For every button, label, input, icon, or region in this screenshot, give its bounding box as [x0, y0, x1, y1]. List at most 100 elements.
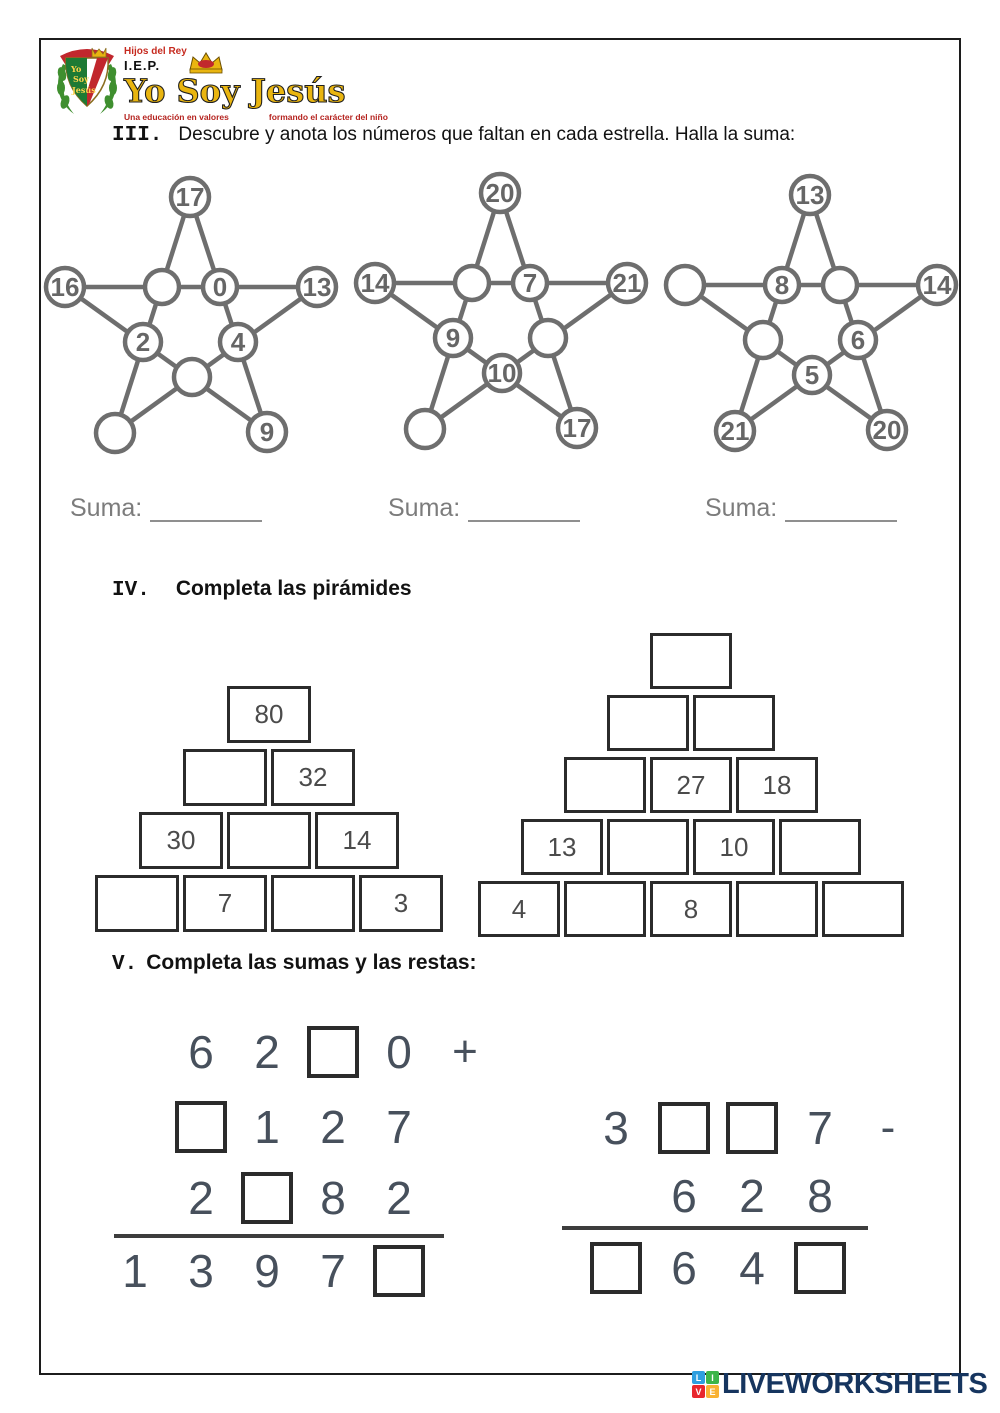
equals-line	[114, 1234, 444, 1238]
pyramid-empty-box[interactable]	[564, 757, 646, 813]
answer-box[interactable]	[175, 1101, 227, 1153]
star-node-left	[43, 265, 87, 309]
answer-box[interactable]	[307, 1026, 359, 1078]
pyramid-number-box: 8	[650, 881, 732, 937]
operator-cell: -	[854, 1090, 922, 1166]
spacer-cell	[432, 1090, 498, 1164]
page-border	[39, 38, 961, 1375]
answer-box-cell	[366, 1244, 432, 1298]
digit: 6	[188, 1026, 214, 1078]
digit-cell: 7	[786, 1090, 854, 1166]
star-node-inner_top_right	[200, 267, 240, 307]
spacer-cell	[854, 1166, 922, 1226]
section-3-numeral: III.	[112, 124, 163, 147]
section-5-title: Completa las sumas y las restas:	[146, 951, 477, 974]
digit-cell: 3	[582, 1090, 650, 1166]
answer-box-cell	[718, 1090, 786, 1166]
spacer-cell	[102, 1164, 168, 1232]
answer-box[interactable]	[373, 1245, 425, 1297]
answer-box[interactable]	[726, 1102, 778, 1154]
star-node-inner_left[interactable]	[742, 319, 784, 361]
star-node-inner_top_left	[762, 265, 802, 305]
digit: 6	[671, 1170, 697, 1222]
star-number: 6	[851, 325, 865, 355]
pyramid-empty-box[interactable]	[822, 881, 904, 937]
digit-cell: 7	[300, 1244, 366, 1298]
pyramid-empty-box[interactable]	[183, 749, 267, 806]
pyramid-number-box: 27	[650, 757, 732, 813]
pyramid-row	[478, 633, 904, 689]
digit-cell: 2	[366, 1164, 432, 1232]
school-name: Yo Soy Jesús	[123, 72, 346, 110]
logo-subtitle: Hijos del Rey	[124, 46, 187, 57]
digit-cell: 0	[366, 1014, 432, 1090]
logo-iep: I.E.P.	[124, 58, 161, 73]
suma-blank-2[interactable]	[468, 490, 581, 522]
star-node-left[interactable]	[663, 263, 707, 307]
star-number: 5	[805, 360, 819, 390]
equals-line	[562, 1226, 868, 1230]
pyramid-empty-box[interactable]	[607, 695, 689, 751]
pyramid-empty-box[interactable]	[607, 819, 689, 875]
star-node-inner_top_right[interactable]	[820, 265, 860, 305]
pyramid-empty-box[interactable]	[693, 695, 775, 751]
star-node-inner_bottom[interactable]	[171, 356, 213, 398]
pyramid-empty-box[interactable]	[650, 633, 732, 689]
liveworksheets-icon-letter: E	[706, 1385, 719, 1398]
pyramid-empty-box[interactable]	[564, 881, 646, 937]
suma-blank-3[interactable]	[785, 490, 898, 522]
pyramid-number-box: 32	[271, 749, 355, 806]
answer-box-cell	[786, 1240, 854, 1296]
answer-box-cell	[582, 1240, 650, 1296]
star-number: 13	[796, 180, 825, 210]
digit-cell: 2	[300, 1090, 366, 1164]
digit-cell: 9	[234, 1244, 300, 1298]
pyramid-empty-box[interactable]	[779, 819, 861, 875]
answer-box[interactable]	[794, 1242, 846, 1294]
answer-box[interactable]	[590, 1242, 642, 1294]
digit-cell: 6	[650, 1166, 718, 1226]
digit: 8	[807, 1170, 833, 1222]
pyramid-empty-box[interactable]	[271, 875, 355, 932]
star-node-inner_right	[837, 319, 879, 361]
digit-cell: 2	[168, 1164, 234, 1232]
pyramid-empty-box[interactable]	[736, 881, 818, 937]
suma-blank-1[interactable]	[150, 490, 263, 522]
star-node-inner_top_left[interactable]	[142, 267, 182, 307]
digit-cell: 4	[718, 1240, 786, 1296]
digit-cell: 1	[234, 1090, 300, 1164]
answer-box[interactable]	[241, 1172, 293, 1224]
pyramid-number-box: 13	[521, 819, 603, 875]
svg-text:Jesús: Jesús	[71, 85, 96, 95]
star-number: 17	[563, 413, 592, 443]
pyramid-empty-box[interactable]	[227, 812, 311, 869]
digit: 2	[254, 1026, 280, 1078]
answer-box[interactable]	[658, 1102, 710, 1154]
star-node-inner_top_left[interactable]	[452, 263, 492, 303]
star-node-bottom_left[interactable]	[93, 411, 137, 455]
answer-box-cell	[234, 1164, 300, 1232]
star-number: 7	[523, 268, 537, 298]
star-node-top	[168, 175, 212, 219]
star-number: 9	[446, 323, 460, 353]
school-tagline: Una educación en valores formando el car…	[124, 112, 388, 122]
digit: 1	[254, 1101, 280, 1153]
star-number: 14	[923, 270, 952, 300]
answer-box-cell	[168, 1090, 234, 1164]
star-node-bottom_right	[245, 410, 289, 454]
digit: 7	[807, 1102, 833, 1154]
star-node-inner_right	[217, 321, 259, 363]
star-node-bottom_left[interactable]	[403, 407, 447, 451]
star-node-inner_right[interactable]	[527, 317, 569, 359]
spacer-cell	[102, 1090, 168, 1164]
svg-text:Soy: Soy	[73, 74, 89, 84]
pyramid-empty-box[interactable]	[95, 875, 179, 932]
